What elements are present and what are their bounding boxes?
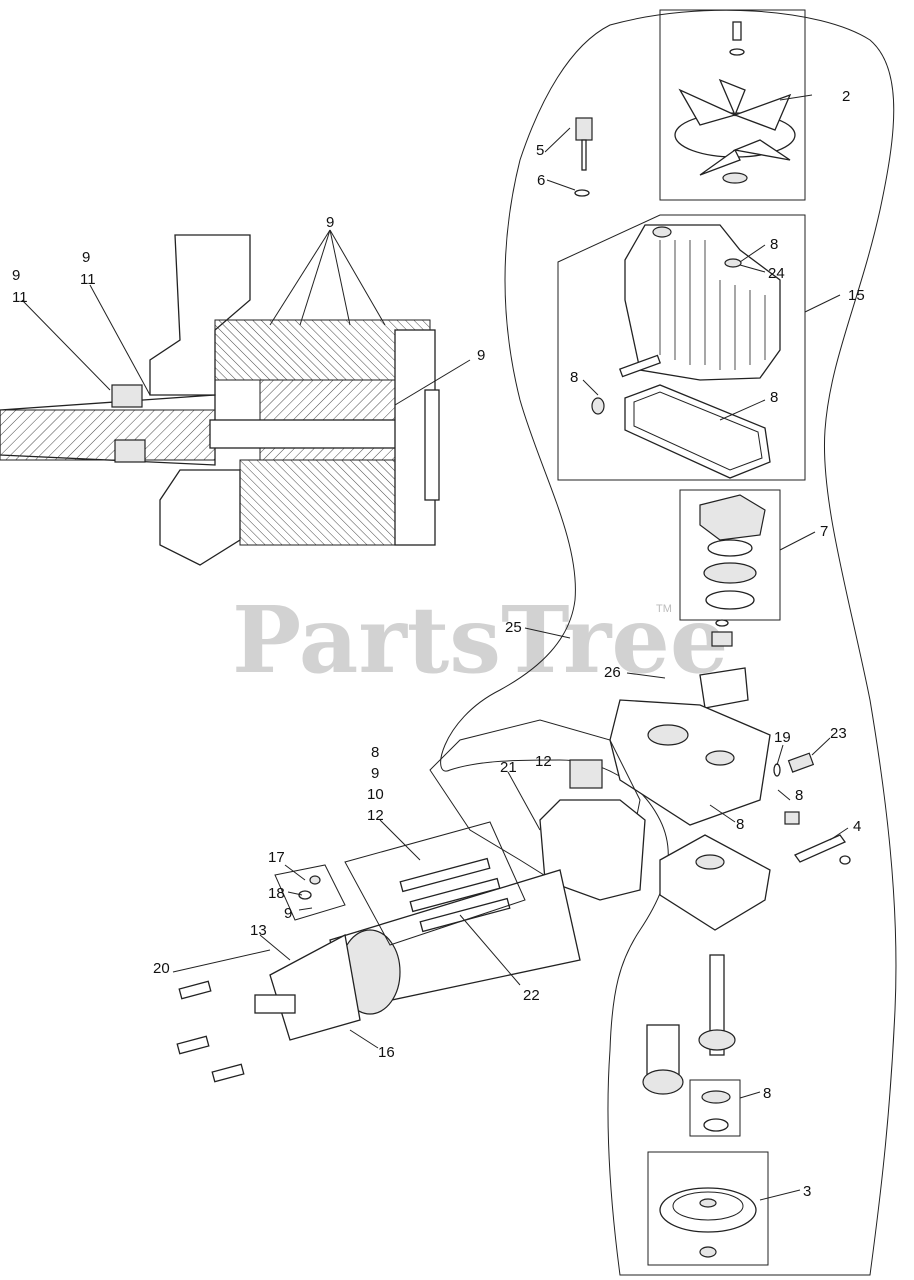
pulley — [647, 1151, 769, 1266]
label-8-a: 8 — [770, 236, 778, 253]
wheel-motor — [176, 719, 646, 1083]
label-8-b: 8 — [570, 369, 578, 386]
label-2: 2 — [842, 88, 850, 105]
center-section — [609, 619, 771, 931]
label-3: 3 — [803, 1183, 811, 1200]
label-9-d: 9 — [477, 347, 485, 364]
label-22: 22 — [523, 987, 540, 1004]
watermark-tm: TM — [656, 603, 672, 615]
label-18: 18 — [268, 885, 285, 902]
bearing-group — [679, 489, 781, 621]
watermark-text: PartsTree — [232, 586, 728, 694]
label-9-b: 9 — [82, 249, 90, 266]
label-16: 16 — [378, 1044, 395, 1061]
label-11-a: 11 — [12, 289, 28, 306]
label-8-d: 8 — [795, 787, 803, 804]
label-4: 4 — [853, 818, 861, 835]
housing-cover — [557, 214, 806, 481]
label-8-c: 8 — [770, 389, 778, 406]
dipstick-part — [574, 117, 593, 197]
label-7: 7 — [820, 523, 828, 540]
label-25: 25 — [505, 619, 522, 636]
label-stack-10: 10 — [367, 786, 384, 803]
leader-lines — [21, 94, 849, 1201]
label-15: 15 — [848, 287, 865, 304]
label-9-c: 9 — [326, 214, 334, 231]
label-9-a: 9 — [12, 267, 20, 284]
label-12-a: 12 — [535, 753, 552, 770]
fittings — [773, 752, 851, 865]
motor-shaft — [642, 954, 736, 1095]
label-23: 23 — [830, 725, 847, 742]
part-labels: 9 11 9 11 9 9 2 5 6 8 24 15 8 8 7 25 26 … — [12, 88, 865, 1200]
label-8-e: 8 — [736, 816, 744, 833]
label-26: 26 — [604, 664, 621, 681]
label-stack-9: 9 — [371, 765, 379, 782]
cross-section-view — [0, 234, 440, 566]
label-stack-8: 8 — [371, 744, 379, 761]
label-19: 19 — [774, 729, 791, 746]
label-5: 5 — [536, 142, 544, 159]
label-8-f: 8 — [763, 1085, 771, 1102]
label-17: 17 — [268, 849, 285, 866]
label-13: 13 — [250, 922, 267, 939]
lower-bearing — [689, 1079, 741, 1137]
label-stack-12: 12 — [367, 807, 384, 824]
fan-part — [659, 9, 806, 201]
label-11-b: 11 — [80, 271, 96, 288]
group-outline — [440, 9, 897, 1276]
label-21: 21 — [500, 759, 517, 776]
label-6: 6 — [537, 172, 545, 189]
label-20: 20 — [153, 960, 170, 977]
label-9-e: 9 — [284, 905, 292, 922]
label-24: 24 — [768, 265, 785, 282]
